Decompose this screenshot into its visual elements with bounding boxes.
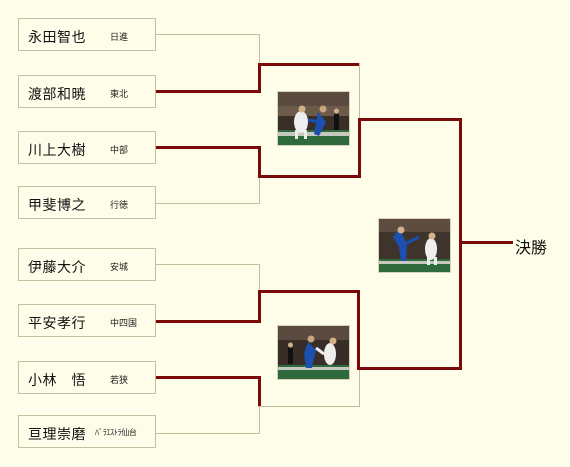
- final-photo: [378, 218, 451, 273]
- player-6-club: 中四国: [110, 319, 138, 329]
- final-label: 決勝: [515, 238, 548, 257]
- player-8-box: 亘理崇磨 ﾊﾞﾗｴｽﾄﾗ仙台: [18, 415, 156, 448]
- winner-line: [156, 320, 261, 323]
- player-3-club: 中部: [110, 146, 129, 156]
- player-4-club: 行徳: [110, 201, 129, 211]
- winner-line: [258, 290, 261, 323]
- bracket-line: [359, 63, 360, 120]
- player-4-name: 甲斐博之: [28, 198, 86, 214]
- player-8-name: 亘理崇磨: [28, 427, 86, 443]
- bracket-line: [156, 433, 260, 434]
- bracket-line: [359, 370, 360, 407]
- winner-line: [358, 118, 462, 121]
- player-3-name: 川上大樹: [28, 143, 86, 159]
- bracket-line: [259, 406, 260, 434]
- bracket-line: [156, 264, 260, 265]
- bracket-line: [259, 34, 260, 64]
- player-4-box: 甲斐博之 行徳: [18, 186, 156, 219]
- winner-line: [459, 242, 462, 370]
- winner-line: [156, 146, 261, 149]
- bracket-line: [156, 34, 260, 35]
- player-8-club: ﾊﾞﾗｴｽﾄﾗ仙台: [95, 428, 137, 437]
- semifinal-2-photo: [277, 325, 350, 380]
- player-2-name: 渡部和暁: [28, 87, 86, 103]
- player-2-club: 東北: [110, 90, 129, 100]
- player-1-name: 永田智也: [28, 30, 86, 46]
- winner-line: [459, 241, 513, 244]
- player-5-box: 伊藤大介 安城: [18, 248, 156, 281]
- player-7-name: 小林 悟: [28, 373, 86, 389]
- bracket-line: [258, 406, 360, 407]
- player-5-club: 安城: [110, 263, 129, 273]
- bracket-line: [259, 264, 260, 292]
- player-2-box: 渡部和暁 東北: [18, 75, 156, 108]
- winner-line: [459, 118, 462, 244]
- winner-line: [357, 367, 462, 370]
- player-5-name: 伊藤大介: [28, 260, 86, 276]
- player-3-box: 川上大樹 中部: [18, 131, 156, 164]
- winner-line: [258, 290, 360, 293]
- winner-line: [156, 376, 261, 379]
- player-6-name: 平安孝行: [28, 316, 86, 332]
- player-1-club: 日進: [110, 33, 129, 43]
- winner-line: [258, 146, 261, 177]
- semifinal-1-photo: [277, 91, 350, 146]
- bracket-line: [259, 176, 260, 204]
- winner-line: [357, 290, 360, 370]
- winner-line: [258, 63, 360, 66]
- winner-line: [258, 63, 261, 93]
- winner-line: [258, 175, 361, 178]
- winner-line: [358, 119, 361, 178]
- player-7-club: 若狭: [110, 376, 129, 386]
- bracket-line: [156, 203, 260, 204]
- player-7-box: 小林 悟 若狭: [18, 361, 156, 394]
- player-1-box: 永田智也 日進: [18, 18, 156, 51]
- player-6-box: 平安孝行 中四国: [18, 304, 156, 337]
- winner-line: [258, 376, 261, 407]
- winner-line: [156, 90, 261, 93]
